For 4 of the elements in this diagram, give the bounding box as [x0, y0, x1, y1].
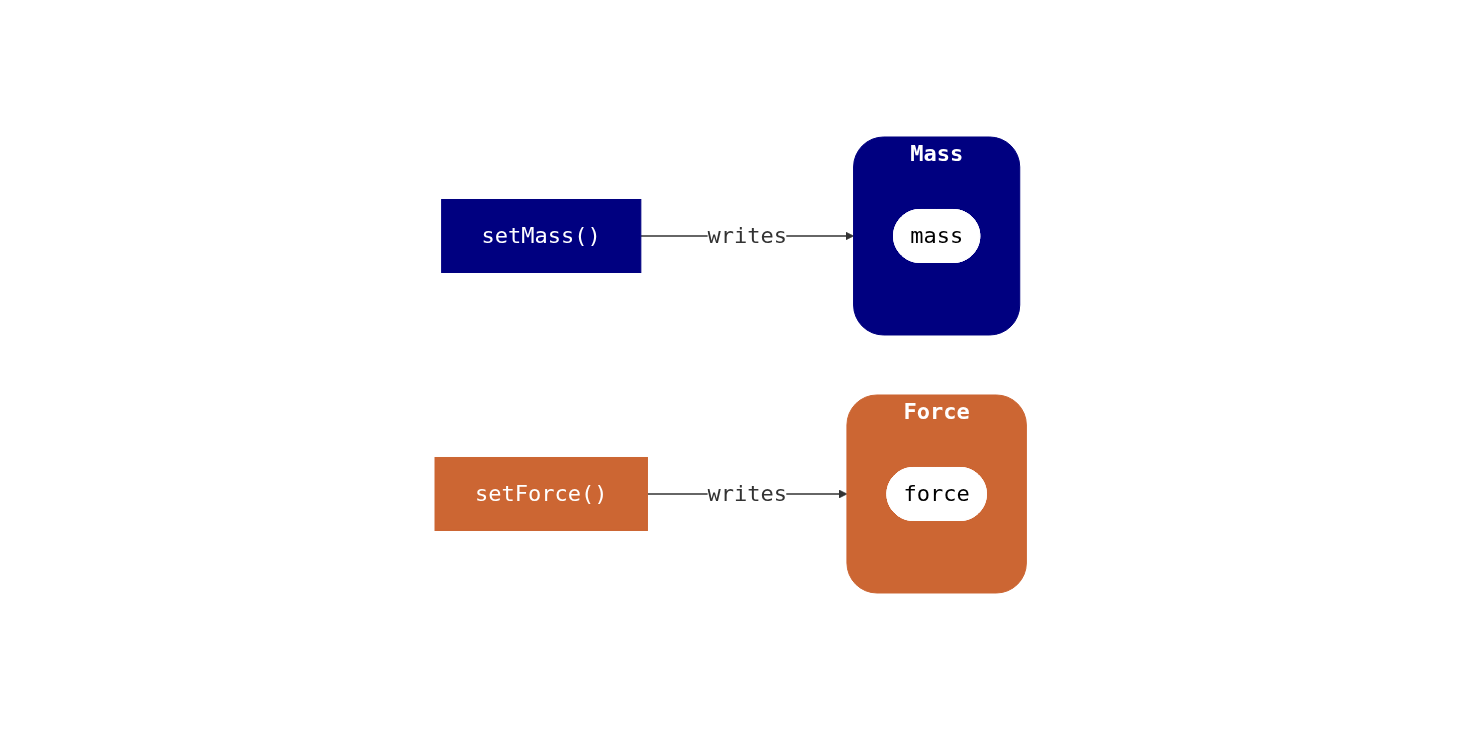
edge-label: writes	[707, 480, 788, 506]
node-box: setMass()	[441, 198, 642, 273]
edge-label: writes	[707, 223, 788, 248]
node-box: setForce()	[434, 456, 649, 531]
